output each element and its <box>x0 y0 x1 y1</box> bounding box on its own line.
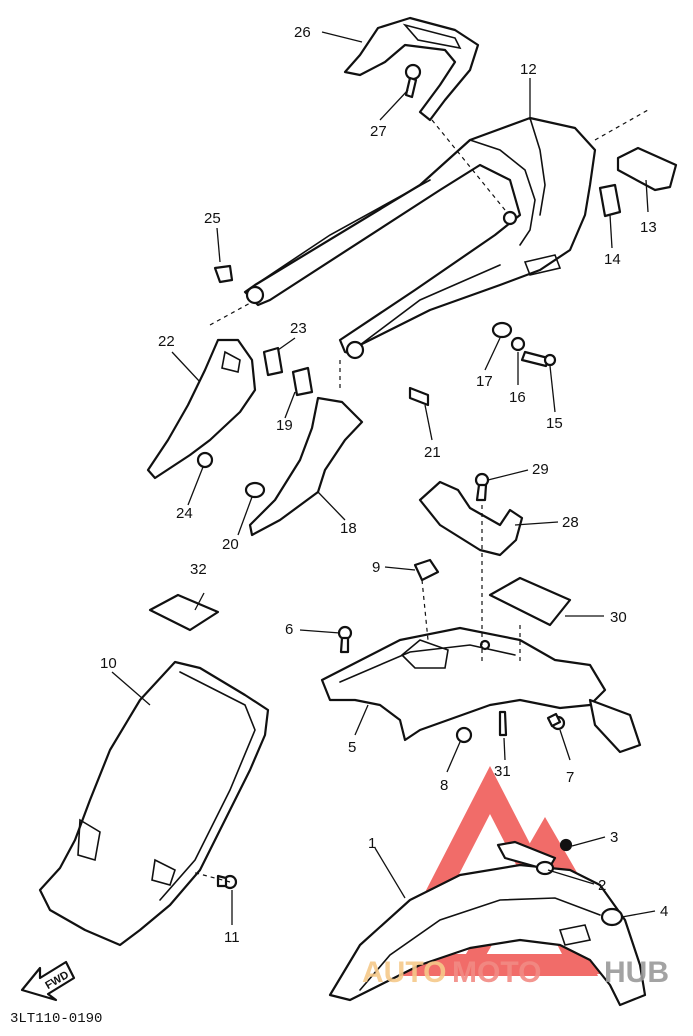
callout-30: 30 <box>610 609 627 626</box>
callout-3: 3 <box>610 829 618 846</box>
part-7-bolt <box>546 712 566 731</box>
callout-9: 9 <box>372 559 380 576</box>
watermark-moto: MOTO <box>452 956 541 989</box>
callout-10: 10 <box>100 655 117 672</box>
callout-14: 14 <box>604 251 621 268</box>
callout-labels: 1 2 3 4 5 6 7 8 9 10 11 12 13 14 15 16 1… <box>100 24 668 946</box>
callout-26: 26 <box>294 24 311 41</box>
callout-28: 28 <box>562 514 579 531</box>
watermark-auto: AUTO <box>362 956 446 989</box>
alignment-lines <box>191 109 649 883</box>
part-15-bolt <box>520 350 557 368</box>
callout-27: 27 <box>370 123 387 140</box>
part-1-front-fender <box>328 863 647 1007</box>
callout-4: 4 <box>660 903 668 920</box>
callout-8: 8 <box>440 777 448 794</box>
part-30-pad <box>488 576 572 627</box>
callout-16: 16 <box>509 389 526 406</box>
part-21-bolt <box>408 386 430 407</box>
part-31-screw <box>498 710 508 737</box>
part-8-nut <box>455 726 473 744</box>
watermark-hub: HUB <box>604 956 669 989</box>
leader-lines <box>111 31 656 925</box>
part-4-grommet <box>600 907 624 927</box>
callout-7: 7 <box>566 769 574 786</box>
part-3-bolt <box>559 838 573 852</box>
callout-11: 11 <box>224 929 240 946</box>
part-26-grab-bar <box>343 16 480 122</box>
callout-29: 29 <box>532 461 549 478</box>
callout-15: 15 <box>546 415 563 432</box>
callout-1: 1 <box>368 835 376 852</box>
callout-21: 21 <box>424 444 441 461</box>
callout-2: 2 <box>598 877 606 894</box>
part-14-block <box>598 183 622 218</box>
part-32-plate <box>148 593 220 632</box>
part-19-pad <box>291 366 314 397</box>
callout-22: 22 <box>158 333 175 350</box>
part-29-bolt <box>474 472 490 502</box>
callout-20: 20 <box>222 536 239 553</box>
part-16-washer <box>510 336 526 352</box>
part-18-side-cover <box>248 396 364 537</box>
part-13-block <box>616 146 678 192</box>
part-12-tail-cowl <box>243 116 597 360</box>
callout-5: 5 <box>348 739 356 756</box>
callout-23: 23 <box>290 320 307 337</box>
part-17-grommet <box>491 321 513 339</box>
part-2-stay <box>496 840 557 876</box>
callout-19: 19 <box>276 417 293 434</box>
callout-32: 32 <box>190 561 207 578</box>
callout-18: 18 <box>340 520 357 537</box>
part-25-bolt <box>213 264 234 284</box>
part-10-inner-fender <box>38 660 270 947</box>
callout-13: 13 <box>640 219 657 236</box>
diagram-code: 3LT110-0190 <box>10 1011 102 1027</box>
part-20-grommet <box>244 481 266 499</box>
callout-31: 31 <box>494 763 511 780</box>
part-24-nut <box>196 451 214 469</box>
callout-25: 25 <box>204 210 221 227</box>
part-22-side-cover <box>146 338 257 480</box>
callout-6: 6 <box>285 621 293 638</box>
part-23-pad <box>262 346 284 377</box>
part-28-bracket <box>418 480 524 557</box>
forward-arrow-icon: FWD <box>20 960 76 1002</box>
callout-12: 12 <box>520 61 537 78</box>
callout-17: 17 <box>476 373 493 390</box>
part-27-bolt <box>404 63 422 99</box>
callout-24: 24 <box>176 505 193 522</box>
watermark-text: AUTO MOTO HUB <box>362 956 669 989</box>
part-6-bolt <box>337 625 353 654</box>
part-9-clip <box>413 558 440 582</box>
part-11-bolt <box>216 874 238 890</box>
part-5-rear-fender <box>320 626 642 754</box>
